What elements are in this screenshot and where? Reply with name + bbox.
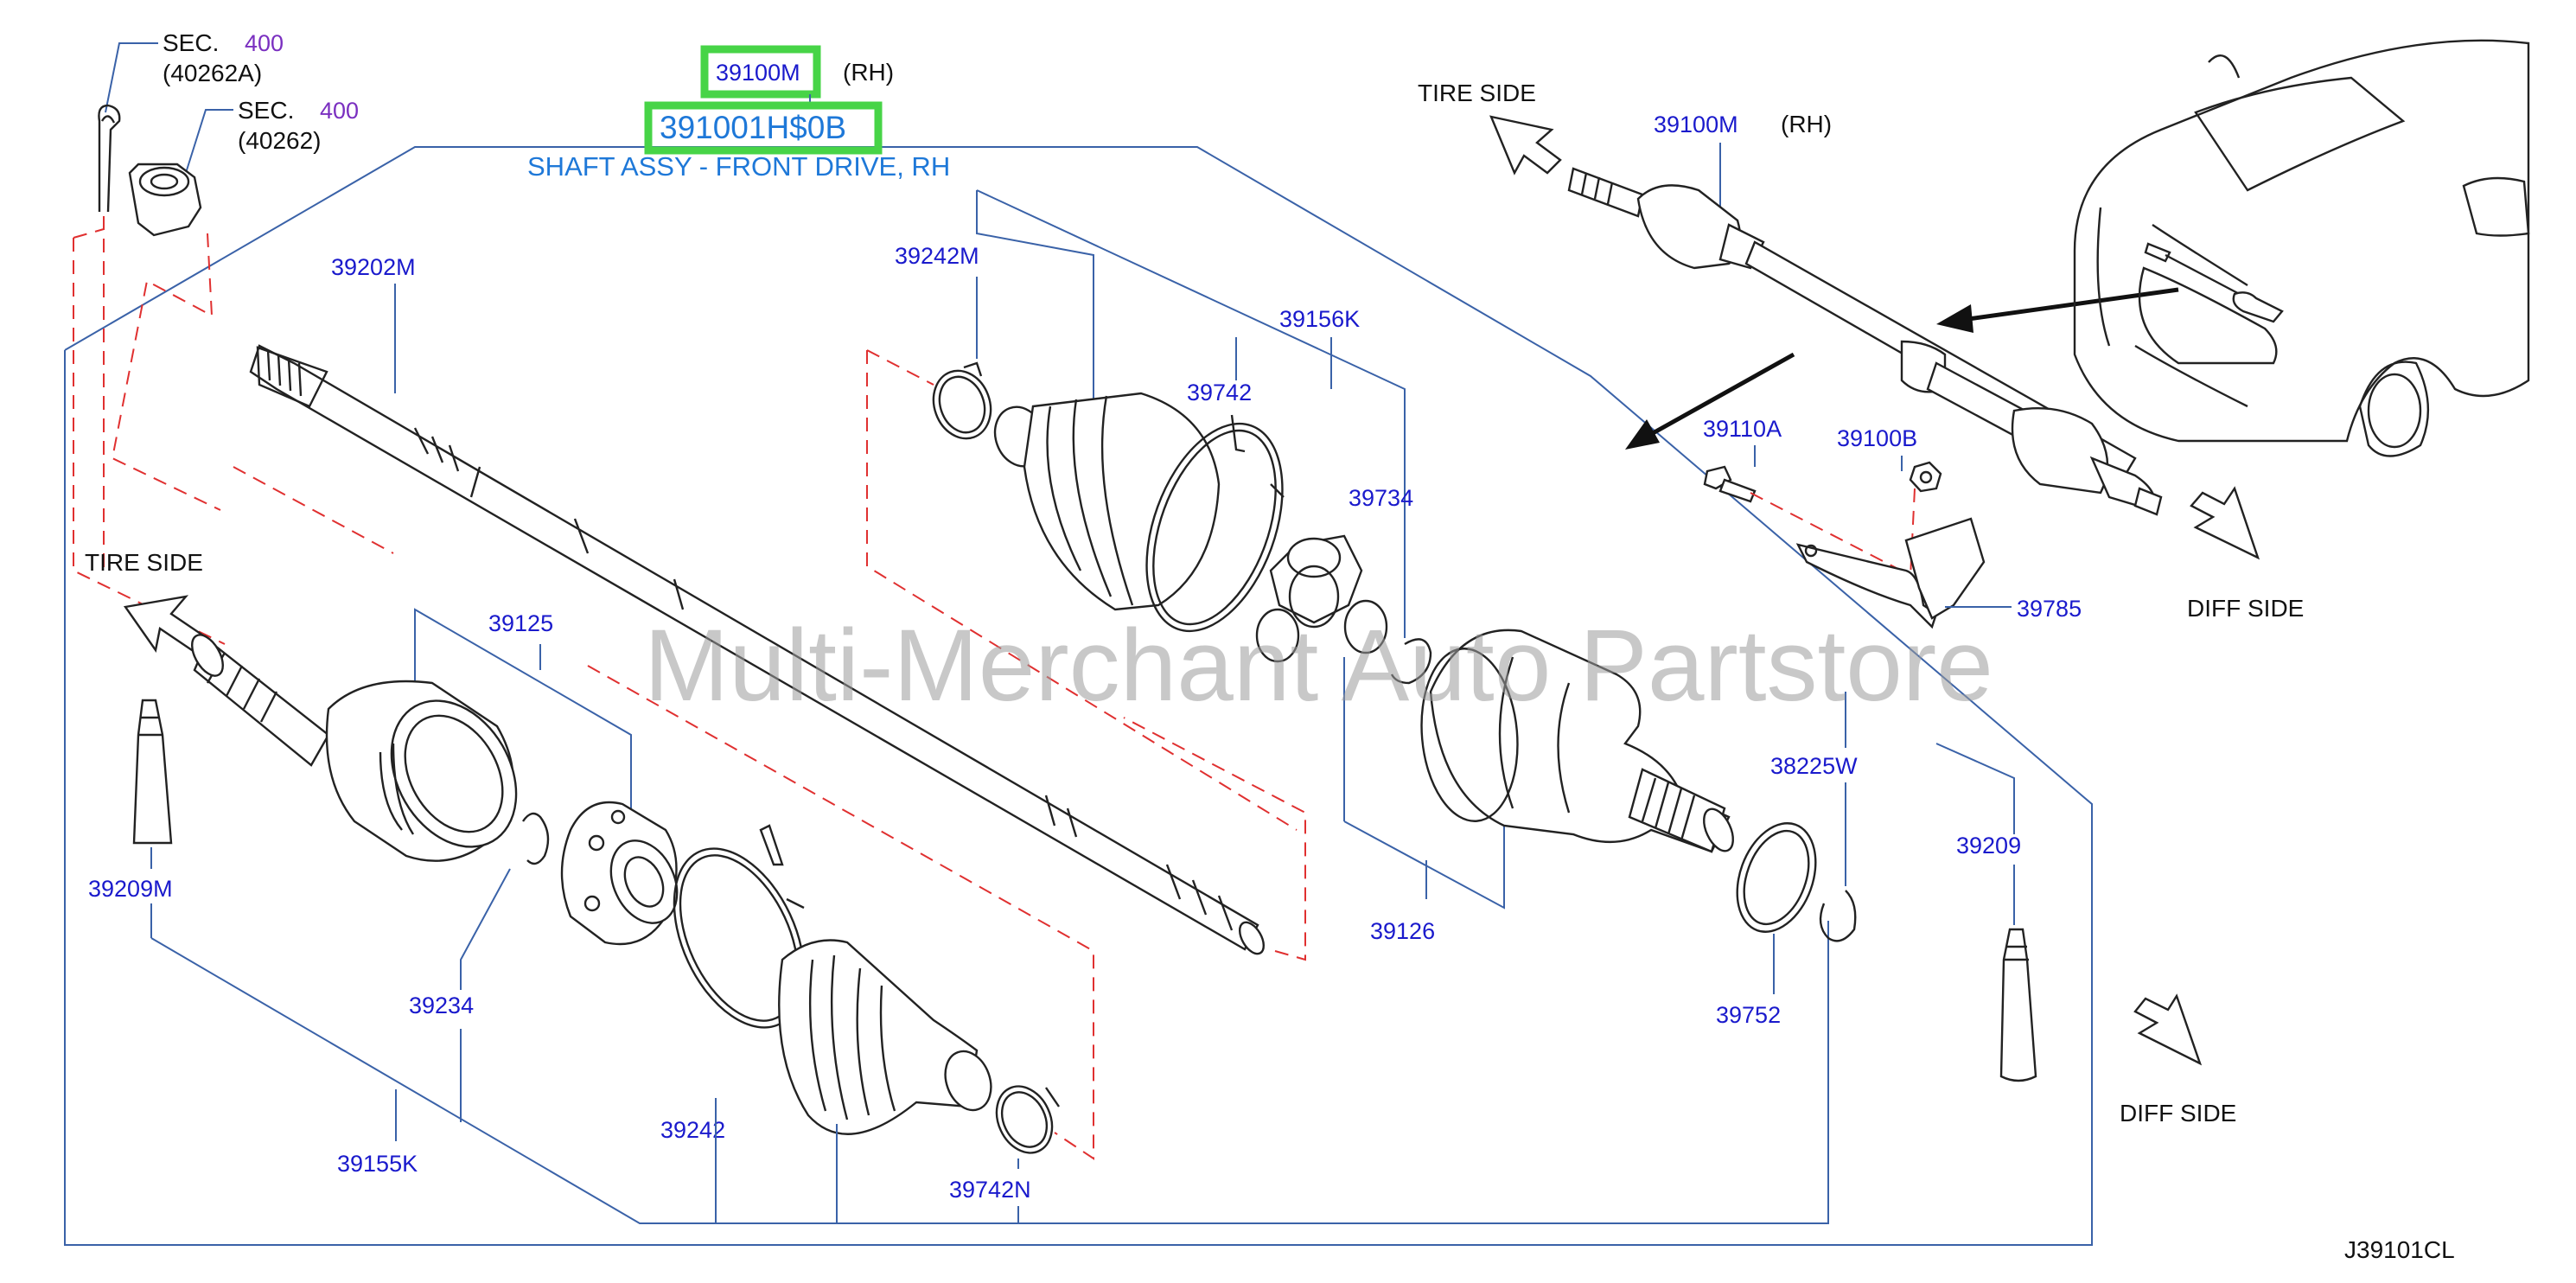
label-39202M[interactable]: 39202M: [331, 254, 416, 280]
label-39125[interactable]: 39125: [488, 610, 553, 636]
assembly-frame: [64, 146, 2093, 1246]
rh-label: (RH): [843, 59, 894, 86]
hub-nut[interactable]: [128, 163, 202, 237]
outer-cv-joint-39125[interactable]: [186, 629, 541, 869]
diff-side-arrow-upper: [2190, 486, 2260, 560]
circlip-38225W[interactable]: [1819, 890, 1857, 942]
car-illustration: [2073, 39, 2530, 457]
boot-left[interactable]: [778, 939, 998, 1135]
label-39242[interactable]: 39242: [660, 1117, 725, 1143]
grease-tube-39209[interactable]: [1999, 928, 2037, 1082]
inner-stub-splines[interactable]: [1628, 768, 1739, 855]
part-code-highlight[interactable]: [700, 45, 821, 99]
rh-inset: (RH): [1781, 111, 1832, 137]
seal-39752[interactable]: [1723, 813, 1829, 943]
label-39100M-inset[interactable]: 39100M: [1654, 112, 1738, 137]
label-39209M[interactable]: 39209M: [88, 876, 173, 902]
label-39156K[interactable]: 39156K: [1279, 306, 1360, 332]
snap-ring-39734[interactable]: [1390, 638, 1432, 685]
label-39242M[interactable]: 39242M: [895, 243, 979, 269]
grease-tube-39209M[interactable]: [132, 699, 173, 845]
label-38225W[interactable]: 38225W: [1770, 753, 1858, 779]
sec-2-ref: (40262): [238, 127, 322, 154]
diff-side-upper: DIFF SIDE: [2187, 595, 2304, 622]
label-39100B[interactable]: 39100B: [1837, 425, 1917, 451]
diff-side-lower: DIFF SIDE: [2120, 1100, 2236, 1127]
boot-band-39742[interactable]: [1120, 405, 1308, 650]
inset-arrow-down: [1625, 352, 1795, 450]
sec-1-ref: (40262A): [163, 60, 262, 86]
boot-center[interactable]: [987, 392, 1221, 611]
diff-side-arrow-lower: [2133, 993, 2203, 1066]
sec-1-num[interactable]: 400: [245, 30, 284, 56]
boot-band-39742N[interactable]: [986, 1077, 1062, 1162]
part-code-box[interactable]: 39100M: [716, 60, 800, 86]
nut-39100B[interactable]: [1909, 461, 1942, 493]
tire-side-right: TIRE SIDE: [1418, 80, 1536, 106]
label-39155K[interactable]: 39155K: [337, 1151, 418, 1177]
label-39734[interactable]: 39734: [1349, 485, 1413, 511]
diagram-code: J39101CL: [2344, 1236, 2455, 1263]
joint-cage[interactable]: [560, 801, 690, 946]
boot-band-39242M[interactable]: [924, 361, 1000, 446]
cotter-pin[interactable]: [98, 104, 121, 213]
sec-2-num[interactable]: 400: [320, 98, 359, 124]
label-39742[interactable]: 39742: [1187, 380, 1252, 405]
snap-ring-39234[interactable]: [522, 812, 550, 865]
sec-1-prefix: SEC.: [163, 29, 219, 56]
sec-2-prefix: SEC.: [238, 97, 294, 124]
part-number-highlight[interactable]: [644, 101, 883, 155]
bracket-39785[interactable]: [1795, 517, 1986, 629]
part-number-box[interactable]: 391001H$0B: [660, 110, 846, 145]
label-39110A[interactable]: 39110A: [1703, 416, 1782, 442]
label-39742N[interactable]: 39742N: [949, 1177, 1031, 1203]
label-39785[interactable]: 39785: [2017, 596, 2082, 622]
label-39752[interactable]: 39752: [1716, 1002, 1781, 1028]
assembly-title: SHAFT ASSY - FRONT DRIVE, RH: [527, 151, 950, 182]
tire-side-arrow-right: [1489, 115, 1562, 176]
tire-side-left: TIRE SIDE: [85, 549, 203, 576]
drive-shaft-39202M[interactable]: [249, 344, 1269, 958]
label-39209[interactable]: 39209: [1956, 833, 2021, 859]
drive-shaft-inset[interactable]: [1567, 167, 2163, 516]
label-39126[interactable]: 39126: [1370, 918, 1435, 944]
bolt-39110A[interactable]: [1703, 465, 1757, 503]
watermark: Multi-Merchant Auto Partstore: [644, 609, 1993, 723]
tripod-spider[interactable]: [1255, 534, 1388, 663]
label-39234[interactable]: 39234: [409, 993, 474, 1018]
inset-arrow-to-car: [1936, 287, 2179, 333]
